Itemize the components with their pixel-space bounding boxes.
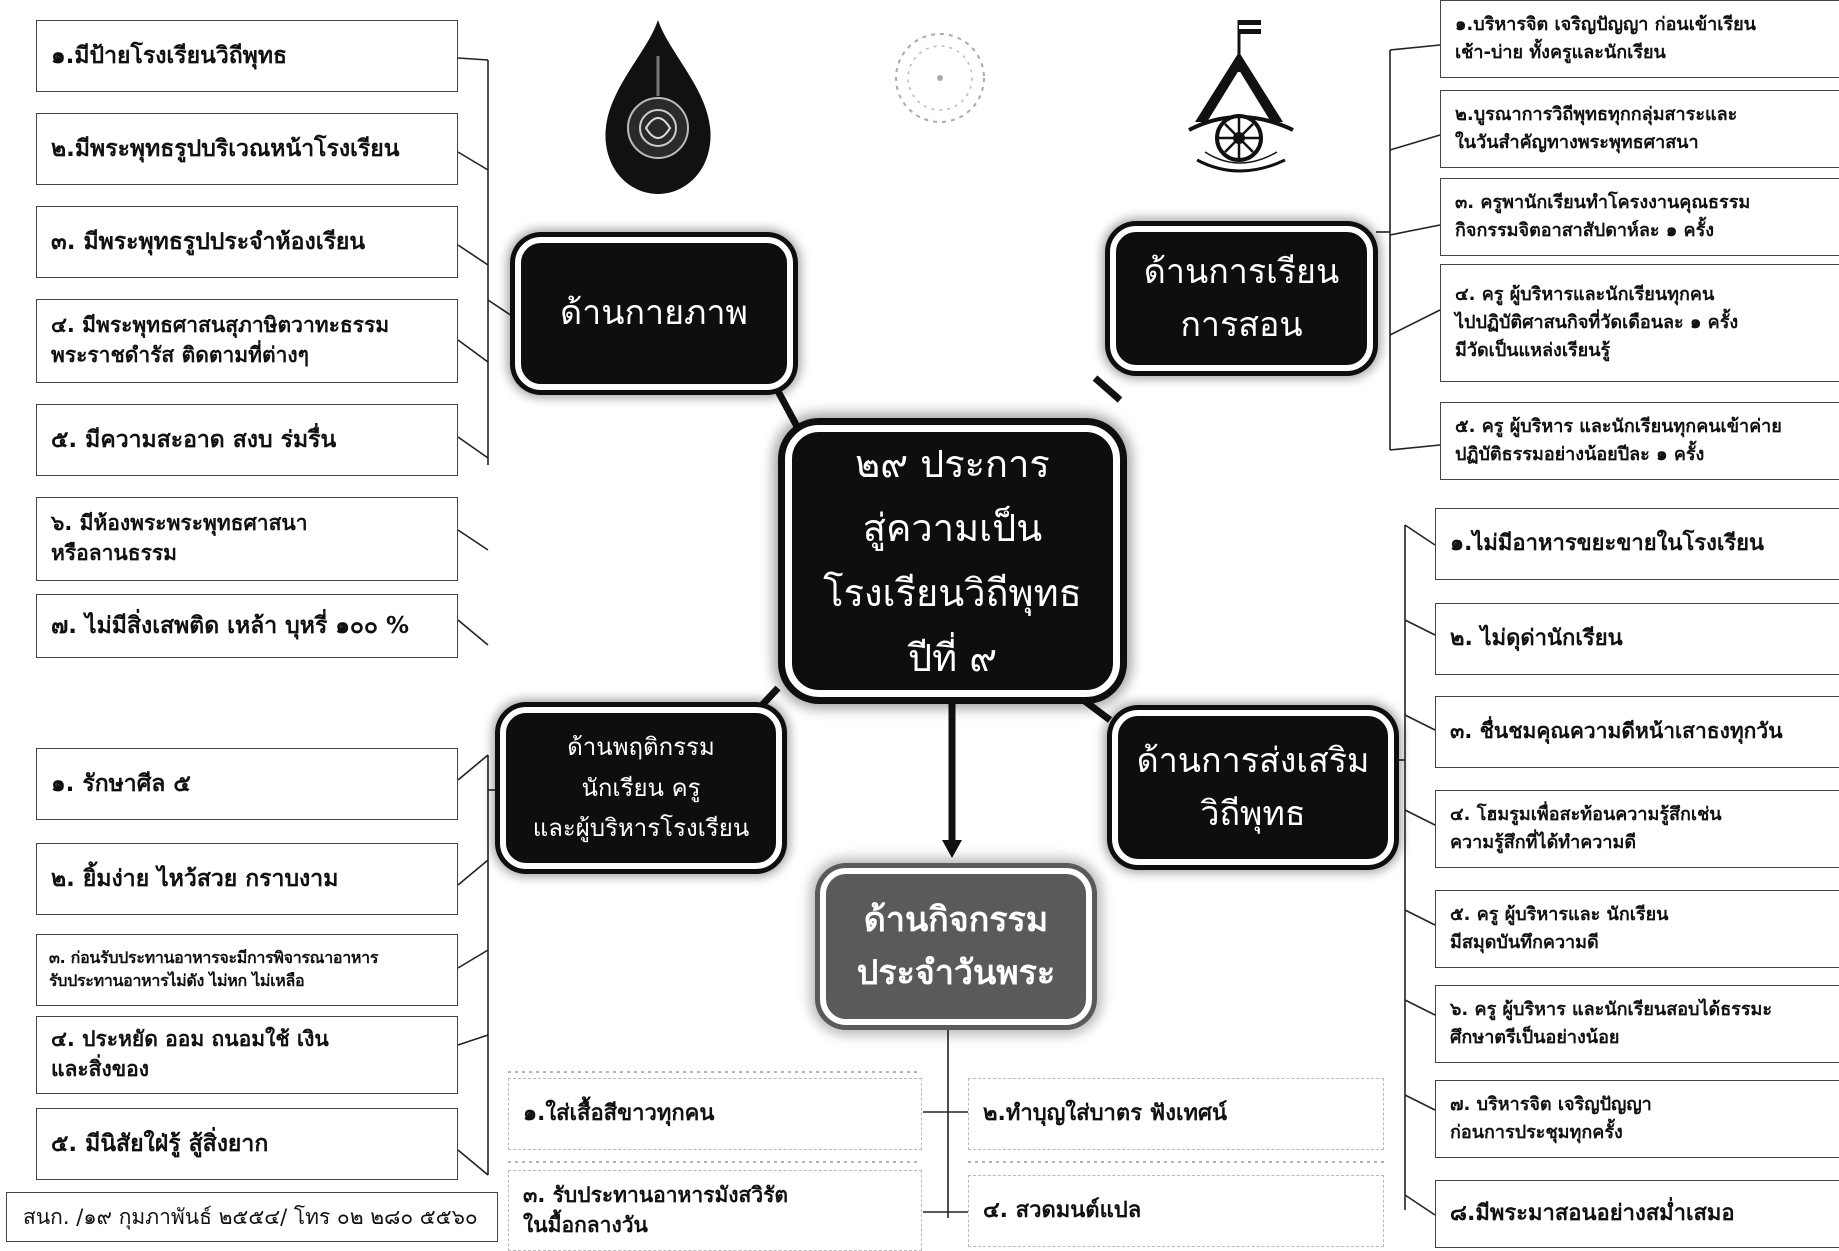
item-text: ๔. โฮมรูมเพื่อสะท้อนความรู้สึกเช่น: [1450, 804, 1722, 826]
item-text: รับประทานอาหารไม่ดัง ไม่หก ไม่เหลือ: [49, 971, 305, 990]
hub-promotion-label: วิถีพุทธ: [1200, 793, 1306, 834]
center-title-box: ๒๙ ประการ สู่ความเป็น โรงเรียนวิถีพุทธ ป…: [785, 425, 1120, 697]
faint-stamp-emblem: [890, 28, 990, 128]
teaching-item: ๔. ครู ผู้บริหารและนักเรียนทุกคน ไปปฏิบั…: [1440, 264, 1839, 382]
hub-activity-label: ด้านกิจกรรม: [863, 899, 1049, 940]
behavior-item: ๓. ก่อนรับประทานอาหารจะมีการพิจารณาอาหาร…: [36, 934, 458, 1006]
item-text: ๑.ไม่มีอาหารขยะขายในโรงเรียน: [1450, 531, 1765, 557]
hub-activity: ด้านกิจกรรม ประจำวันพระ: [820, 868, 1092, 1025]
activity-item: ๑.ใส่เสื้อสีขาวทุกคน: [508, 1078, 922, 1150]
item-text: ๒. ยิ้มง่าย ไหว้สวย กราบงาม: [51, 865, 339, 892]
item-text: ๔. ประหยัด ออม ถนอมใช้ เงิน: [51, 1027, 329, 1052]
hub-teaching: ด้านการเรียน การสอน: [1110, 226, 1373, 371]
item-text: ๑.บริหารจิต เจริญปัญญา ก่อนเข้าเรียน: [1455, 14, 1756, 36]
physical-item: ๔. มีพระพุทธศาสนสุภาษิตวาทะธรรม พระราชดำ…: [36, 299, 458, 383]
activity-item: ๔. สวดมนต์แปล: [968, 1175, 1384, 1247]
item-text: ๑.มีป้ายโรงเรียนวิถีพุทธ: [51, 42, 288, 69]
item-text: ๖. มีห้องพระพระพุทธศาสนา: [51, 511, 308, 536]
hub-teaching-label: ด้านการเรียน: [1143, 251, 1340, 292]
item-text: ๑. รักษาศีล ๕: [51, 770, 191, 797]
physical-item: ๗. ไม่มีสิ่งเสพติด เหล้า บุหรี่ ๑๐๐ %: [36, 594, 458, 658]
physical-item: ๒.มีพระพุทธรูปบริเวณหน้าโรงเรียน: [36, 113, 458, 185]
promotion-item: ๘.มีพระมาสอนอย่างสม่ำเสมอ: [1435, 1180, 1839, 1248]
teaching-item: ๑.บริหารจิต เจริญปัญญา ก่อนเข้าเรียน เช้…: [1440, 0, 1839, 78]
center-title-line: สู่ความเป็น: [862, 506, 1043, 551]
item-text: ๗. ไม่มีสิ่งเสพติด เหล้า บุหรี่ ๑๐๐ %: [51, 612, 410, 639]
item-text: ๕. ครู ผู้บริหาร และนักเรียนทุกคนเข้าค่า…: [1455, 416, 1782, 438]
item-text: ๓. รับประทานอาหารมังสวิรัต: [523, 1182, 789, 1207]
behavior-item: ๕. มีนิสัยใฝ่รู้ สู้สิ่งยาก: [36, 1108, 458, 1180]
hub-behavior-label: นักเรียน ครู: [581, 773, 701, 802]
activity-item: ๓. รับประทานอาหารมังสวิรัต ในมื้อกลางวัน: [508, 1170, 922, 1251]
hub-promotion: ด้านการส่งเสริม วิถีพุทธ: [1112, 710, 1394, 865]
center-title-line: ๒๙ ประการ: [855, 441, 1050, 486]
item-text: มีวัดเป็นแหล่งเรียนรู้: [1455, 339, 1611, 361]
item-text: ๓. ก่อนรับประทานอาหารจะมีการพิจารณาอาหาร: [49, 948, 379, 968]
item-text: ในมื้อกลางวัน: [523, 1212, 648, 1237]
promotion-item: ๖. ครู ผู้บริหาร และนักเรียนสอบได้ธรรมะ …: [1435, 985, 1839, 1063]
buddhist-school-emblem: [1175, 12, 1307, 182]
behavior-item: ๔. ประหยัด ออม ถนอมใช้ เงิน และสิ่งของ: [36, 1016, 458, 1094]
center-title-line: ปีที่ ๙: [907, 635, 998, 680]
teaching-item: ๕. ครู ผู้บริหาร และนักเรียนทุกคนเข้าค่า…: [1440, 402, 1839, 480]
promotion-item: ๗. บริหารจิต เจริญปัญญา ก่อนการประชุมทุก…: [1435, 1080, 1839, 1158]
physical-item: ๕. มีความสะอาด สงบ ร่มรื่น: [36, 404, 458, 476]
item-text: ๑.ใส่เสื้อสีขาวทุกคน: [523, 1101, 715, 1127]
footer-credit: สนก. /๑๙ กุมภาพันธ์ ๒๕๕๔/ โทร ๐๒ ๒๘๐ ๕๕๖…: [6, 1192, 498, 1242]
hub-promotion-label: ด้านการส่งเสริม: [1136, 740, 1370, 781]
item-text: ๔. มีพระพุทธศาสนสุภาษิตวาทะธรรม: [51, 313, 390, 338]
hub-behavior-label: ด้านพฤติกรรม: [567, 732, 715, 761]
item-text: ๕. ครู ผู้บริหารและ นักเรียน: [1450, 904, 1669, 926]
hub-behavior: ด้านพฤติกรรม นักเรียน ครู และผู้บริหารโร…: [500, 707, 782, 869]
item-text: ๓. มีพระพุทธรูปประจำห้องเรียน: [51, 228, 366, 255]
item-text: และสิ่งของ: [51, 1057, 149, 1081]
item-text: ๒.ทำบุญใส่บาตร ฟังเทศน์: [983, 1101, 1228, 1127]
item-text: เช้า-บ่าย ทั้งครูและนักเรียน: [1455, 42, 1666, 63]
item-text: ๗. บริหารจิต เจริญปัญญา: [1450, 1094, 1652, 1116]
item-text: ๖. ครู ผู้บริหาร และนักเรียนสอบได้ธรรมะ: [1450, 999, 1773, 1021]
item-text: ๒.มีพระพุทธรูปบริเวณหน้าโรงเรียน: [51, 135, 400, 162]
school-seal-emblem: [598, 16, 718, 198]
item-text: ๒. ไม่ดุด่านักเรียน: [1450, 626, 1623, 652]
promotion-item: ๒. ไม่ดุด่านักเรียน: [1435, 603, 1839, 675]
physical-item: ๖. มีห้องพระพระพุทธศาสนา หรือลานธรรม: [36, 497, 458, 581]
item-text: ศึกษาตรีเป็นอย่างน้อย: [1450, 1027, 1620, 1048]
item-text: ไปปฏิบัติศาสนกิจที่วัดเดือนละ ๑ ครั้ง: [1455, 312, 1739, 334]
promotion-item: ๕. ครู ผู้บริหารและ นักเรียน มีสมุดบันทึ…: [1435, 890, 1839, 968]
activity-item: ๒.ทำบุญใส่บาตร ฟังเทศน์: [968, 1078, 1384, 1150]
physical-item: ๑.มีป้ายโรงเรียนวิถีพุทธ: [36, 20, 458, 92]
center-title-line: โรงเรียนวิถีพุทธ: [823, 571, 1082, 615]
item-text: ๓. ครูพานักเรียนทำโครงงานคุณธรรม: [1455, 192, 1751, 214]
item-text: ในวันสำคัญทางพระพุทธศาสนา: [1455, 132, 1699, 153]
promotion-item: ๔. โฮมรูมเพื่อสะท้อนความรู้สึกเช่น ความร…: [1435, 790, 1839, 868]
behavior-item: ๑. รักษาศีล ๕: [36, 748, 458, 820]
behavior-item: ๒. ยิ้มง่าย ไหว้สวย กราบงาม: [36, 843, 458, 915]
item-text: ๘.มีพระมาสอนอย่างสม่ำเสมอ: [1450, 1201, 1735, 1227]
item-text: ๔. สวดมนต์แปล: [983, 1198, 1142, 1224]
promotion-item: ๓. ชื่นชมคุณความดีหน้าเสาธงทุกวัน: [1435, 696, 1839, 768]
promotion-item: ๑.ไม่มีอาหารขยะขายในโรงเรียน: [1435, 508, 1839, 580]
item-text: ๔. ครู ผู้บริหารและนักเรียนทุกคน: [1455, 284, 1715, 306]
item-text: ๒.บูรณาการวิถีพุทธทุกกลุ่มสาระและ: [1455, 104, 1738, 126]
footer-text: สนก. /๑๙ กุมภาพันธ์ ๒๕๕๔/ โทร ๐๒ ๒๘๐ ๕๕๖…: [23, 1204, 478, 1229]
item-text: ความรู้สึกที่ได้ทำความดี: [1450, 832, 1637, 853]
hub-physical: ด้านกายภาพ: [515, 237, 793, 390]
teaching-item: ๒.บูรณาการวิถีพุทธทุกกลุ่มสาระและ ในวันส…: [1440, 90, 1839, 168]
item-text: ๕. มีนิสัยใฝ่รู้ สู้สิ่งยาก: [51, 1130, 269, 1157]
item-text: กิจกรรมจิตอาสาสัปดาห์ละ ๑ ครั้ง: [1455, 220, 1715, 241]
hub-teaching-label: การสอน: [1180, 304, 1303, 345]
item-text: ๕. มีความสะอาด สงบ ร่มรื่น: [51, 426, 337, 453]
teaching-item: ๓. ครูพานักเรียนทำโครงงานคุณธรรม กิจกรรม…: [1440, 178, 1839, 256]
physical-item: ๓. มีพระพุทธรูปประจำห้องเรียน: [36, 206, 458, 278]
item-text: ปฏิบัติธรรมอย่างน้อยปีละ ๑ ครั้ง: [1455, 444, 1705, 465]
item-text: พระราชดำรัส ติดตามที่ต่างๆ: [51, 343, 309, 367]
hub-behavior-label: และผู้บริหารโรงเรียน: [532, 814, 750, 843]
item-text: ๓. ชื่นชมคุณความดีหน้าเสาธงทุกวัน: [1450, 719, 1783, 744]
item-text: ก่อนการประชุมทุกครั้ง: [1450, 1122, 1623, 1143]
hub-activity-label: ประจำวันพระ: [856, 952, 1056, 993]
item-text: หรือลานธรรม: [51, 541, 177, 565]
hub-physical-label: ด้านกายภาพ: [560, 293, 748, 334]
item-text: มีสมุดบันทึกความดี: [1450, 932, 1599, 953]
